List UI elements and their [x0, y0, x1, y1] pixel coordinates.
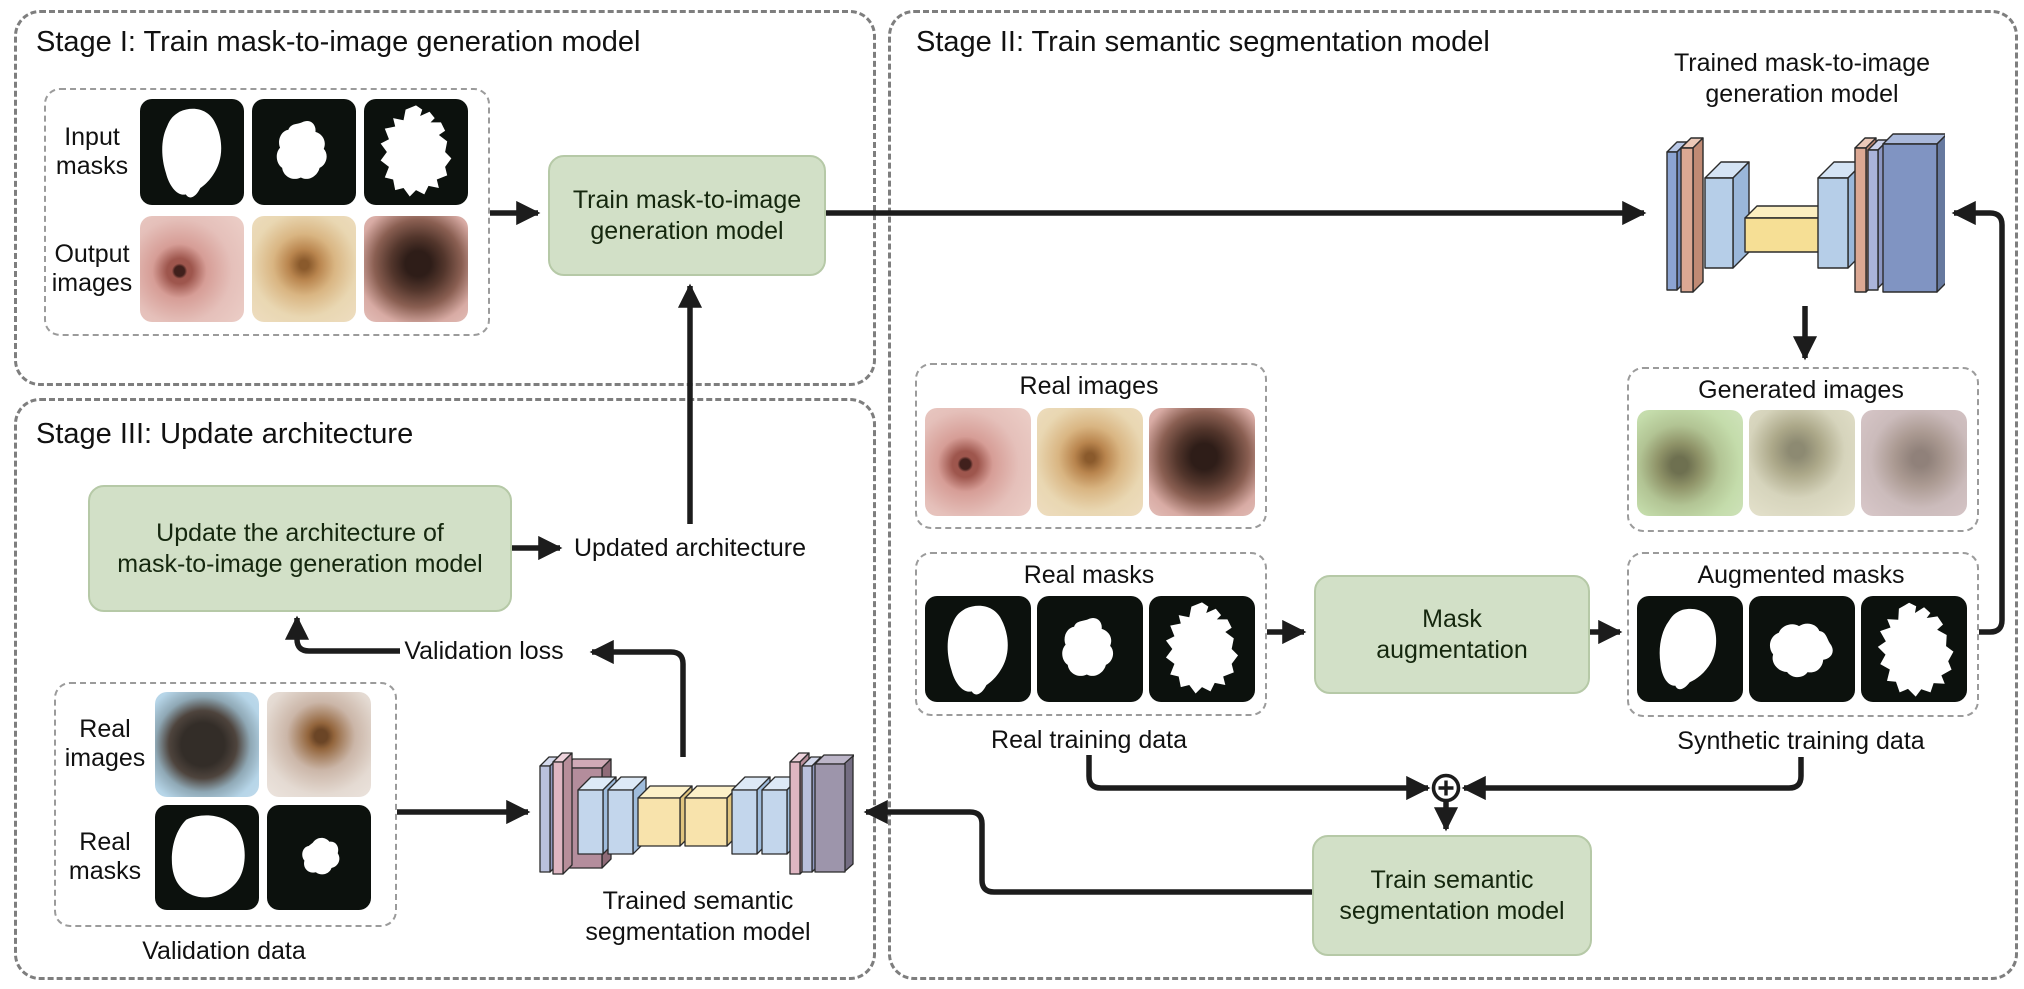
- validation-mask-tile-1: [155, 805, 259, 910]
- segmenter-caption: Trained semantic segmentation model: [585, 887, 811, 946]
- synthetic-training-data-label: Synthetic training data: [1677, 727, 1925, 755]
- updated-architecture-label: Updated architecture: [573, 534, 807, 562]
- stage1-title: Stage I: Train mask-to-image generation …: [36, 26, 641, 58]
- real-training-data-label: Real training data: [991, 726, 1187, 754]
- augmented-mask-tile-1: [1637, 596, 1743, 702]
- validation-real-masks-label: Real masks: [68, 828, 142, 885]
- output-image-tile-1: [140, 216, 244, 322]
- arrow-segmodel-to-valloss: [589, 639, 686, 757]
- output-images-label: Output images: [51, 240, 133, 297]
- mask-augmentation-box: Mask augmentation: [1314, 575, 1590, 694]
- output-image-tile-3: [364, 216, 468, 322]
- stage1-frame: [14, 10, 876, 386]
- update-architecture-box: Update the architecture of mask-to-image…: [88, 485, 512, 612]
- train-generation-model-box: Train mask-to-image generation model: [548, 155, 826, 276]
- generated-image-tile-1: [1637, 410, 1743, 516]
- input-mask-tile-2: [252, 99, 356, 205]
- input-masks-label: Input masks: [55, 123, 129, 180]
- train-segmentation-model-box: Train semantic segmentation model: [1312, 835, 1592, 956]
- generator-caption: Trained mask-to-image generation model: [1673, 49, 1931, 108]
- output-image-tile-2: [252, 216, 356, 322]
- validation-loss-label: Validation loss: [404, 637, 564, 665]
- real-image-tile-3: [1149, 408, 1255, 516]
- arrow-augmentedmasks-to-generator-loop: [1951, 200, 2005, 635]
- validation-real-images-label: Real images: [64, 715, 146, 772]
- real-image-tile-2: [1037, 408, 1143, 516]
- generated-images-label: Generated images: [1698, 376, 1904, 404]
- augmented-mask-tile-3: [1861, 596, 1967, 702]
- real-masks-label: Real masks: [1023, 561, 1155, 589]
- real-mask-tile-2: [1037, 596, 1143, 702]
- validation-image-tile-2: [267, 692, 371, 797]
- augmented-masks-label: Augmented masks: [1697, 561, 1905, 589]
- stage2-title: Stage II: Train semantic segmentation mo…: [916, 26, 1490, 58]
- unet-segmentation-graphic: [539, 752, 854, 875]
- validation-mask-tile-2: [267, 805, 371, 910]
- validation-image-tile-1: [155, 692, 259, 797]
- generated-image-tile-2: [1749, 410, 1855, 516]
- arrow-valloss-to-updatebox: [284, 615, 400, 654]
- arrow-syntheticdata-to-merge: [1461, 757, 1804, 801]
- arrow-realdata-to-merge: [1086, 755, 1431, 801]
- stage3-frame: [14, 398, 876, 980]
- input-mask-tile-1: [140, 99, 244, 205]
- augmented-mask-tile-2: [1749, 596, 1855, 702]
- real-mask-tile-3: [1149, 596, 1255, 702]
- real-mask-tile-1: [925, 596, 1031, 702]
- real-images-label: Real images: [1019, 372, 1159, 400]
- stage2-frame: [888, 10, 2018, 980]
- real-image-tile-1: [925, 408, 1031, 516]
- circled-plus-icon: [1431, 773, 1461, 803]
- generated-image-tile-3: [1861, 410, 1967, 516]
- input-mask-tile-3: [364, 99, 468, 205]
- unet-generator-graphic: [1666, 133, 1945, 293]
- arrow-trainseg-to-segmodel: [863, 799, 1312, 895]
- validation-data-label: Validation data: [142, 937, 306, 965]
- stage3-title: Stage III: Update architecture: [36, 418, 414, 450]
